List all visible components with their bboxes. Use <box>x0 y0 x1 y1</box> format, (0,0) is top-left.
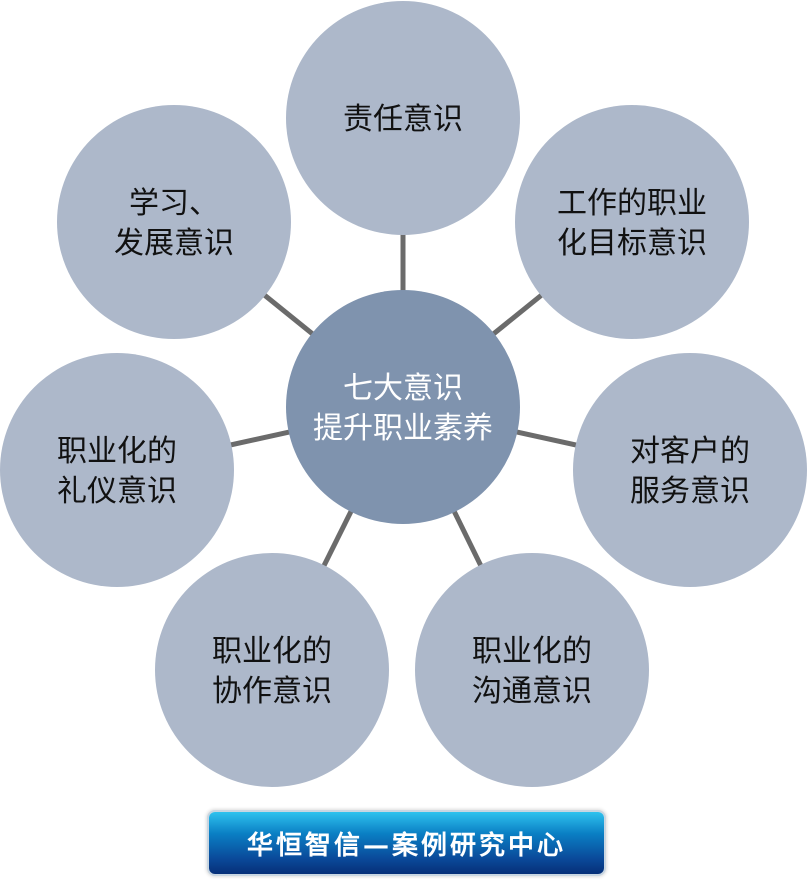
node-label: 职业化的协作意识 <box>212 634 332 709</box>
node-circle <box>515 105 749 339</box>
node-label: 职业化的沟通意识 <box>472 634 592 709</box>
center-label-line: 提升职业素养 <box>313 411 493 446</box>
node-label-line: 责任意识 <box>343 102 463 137</box>
node-label-line: 沟通意识 <box>472 674 592 709</box>
node-label-line: 工作的职业 <box>557 186 707 221</box>
node-circle <box>0 353 234 587</box>
node-label-line: 发展意识 <box>114 226 234 261</box>
center-node: 七大意识提升职业素养 <box>286 290 520 524</box>
node-label: 对客户的服务意识 <box>630 434 750 509</box>
node-label-line: 协作意识 <box>212 674 332 709</box>
node-1: 责任意识 <box>286 1 520 235</box>
center-circle <box>286 290 520 524</box>
node-6: 职业化的礼仪意识 <box>0 353 234 587</box>
node-label-line: 礼仪意识 <box>57 474 177 509</box>
node-circle <box>155 553 389 787</box>
node-label-line: 学习、 <box>129 186 219 221</box>
node-label-line: 对客户的 <box>630 434 750 469</box>
node-label-line: 服务意识 <box>630 474 750 509</box>
node-label: 工作的职业化目标意识 <box>557 186 707 261</box>
footer-banner: 华恒智信—案例研究中心 <box>209 812 604 874</box>
node-label: 责任意识 <box>343 102 463 137</box>
node-5: 职业化的协作意识 <box>155 553 389 787</box>
node-label-line: 化目标意识 <box>557 226 707 261</box>
node-2: 工作的职业化目标意识 <box>515 105 749 339</box>
node-circle <box>415 553 649 787</box>
node-4: 职业化的沟通意识 <box>415 553 649 787</box>
center-label-line: 七大意识 <box>343 371 463 406</box>
footer-label: 华恒智信—案例研究中心 <box>246 830 566 861</box>
node-circle <box>286 1 520 235</box>
node-label-line: 职业化的 <box>57 434 177 469</box>
node-label: 职业化的礼仪意识 <box>57 434 177 509</box>
node-7: 学习、发展意识 <box>57 105 291 339</box>
node-label: 学习、发展意识 <box>114 186 234 261</box>
node-3: 对客户的服务意识 <box>573 353 807 587</box>
node-circle <box>573 353 807 587</box>
node-label-line: 职业化的 <box>212 634 332 669</box>
node-circle <box>57 105 291 339</box>
node-label-line: 职业化的 <box>472 634 592 669</box>
center-label: 七大意识提升职业素养 <box>313 371 493 446</box>
